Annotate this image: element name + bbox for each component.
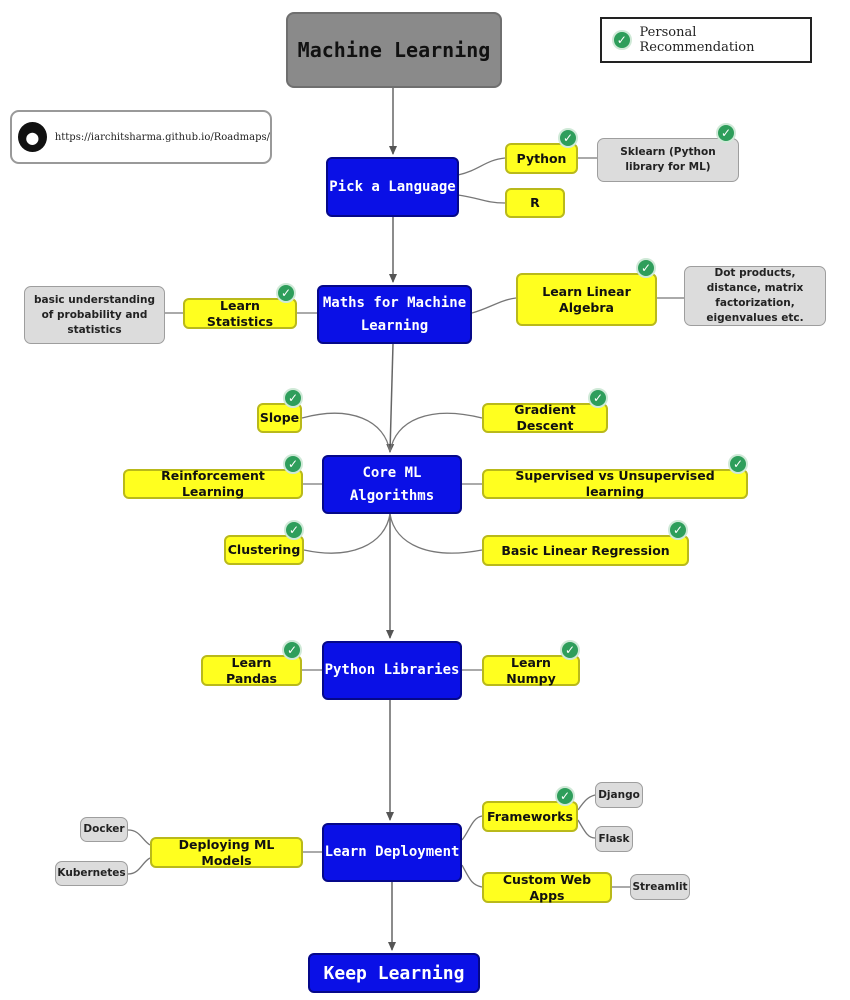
- checkmark-icon: ✓: [668, 520, 688, 540]
- node-deploying-ml-models: Deploying ML Models: [150, 837, 303, 868]
- node-keep-learning: Keep Learning: [308, 953, 480, 993]
- node-clustering: Clustering: [224, 535, 304, 565]
- checkmark-icon: ✓: [555, 786, 575, 806]
- checkmark-icon: ✓: [728, 454, 748, 474]
- note-django: Django: [595, 782, 643, 808]
- node-learn-numpy: Learn Numpy: [482, 655, 580, 686]
- node-learn-deployment: Learn Deployment: [322, 823, 462, 882]
- node-gradient-descent: Gradient Descent: [482, 402, 608, 433]
- note-flask: Flask: [595, 826, 633, 852]
- github-icon: ●: [18, 122, 47, 152]
- node-frameworks: Frameworks: [482, 801, 578, 832]
- node-slope: Slope: [257, 403, 302, 433]
- note-kubernetes: Kubernetes: [55, 861, 128, 886]
- node-reinforcement-learning: Reinforcement Learning: [123, 468, 303, 499]
- node-linear-algebra: Learn Linear Algebra: [516, 273, 657, 326]
- node-supervised-unsupervised: Supervised vs Unsupervised learning: [482, 468, 748, 499]
- node-pick-language: Pick a Language: [326, 157, 459, 217]
- node-custom-web-apps: Custom Web Apps: [482, 872, 612, 903]
- checkmark-icon: ✓: [560, 640, 580, 660]
- checkmark-icon: ✓: [283, 388, 303, 408]
- node-learn-statistics: Learn Statistics: [183, 298, 297, 329]
- node-learn-pandas: Learn Pandas: [201, 655, 302, 686]
- source-url[interactable]: https://iarchitsharma.github.io/Roadmaps…: [54, 131, 270, 143]
- note-streamlit: Streamlit: [630, 874, 690, 900]
- checkmark-icon: ✓: [284, 520, 304, 540]
- checkmark-icon: ✓: [283, 454, 303, 474]
- node-python: Python: [505, 143, 578, 174]
- source-link[interactable]: ● https://iarchitsharma.github.io/Roadma…: [10, 110, 272, 164]
- node-core-ml: Core ML Algorithms: [322, 455, 462, 514]
- legend-label: Personal Recommendation: [639, 25, 755, 55]
- note-sklearn: Sklearn (Python library for ML): [597, 138, 739, 182]
- edge-maths-to-core: [386, 343, 395, 453]
- note-linear-algebra: Dot products, distance, matrix factoriza…: [684, 266, 826, 326]
- legend-box: ✓ Personal Recommendation: [600, 17, 812, 63]
- node-maths: Maths for Machine Learning: [317, 285, 472, 344]
- checkmark-icon: ✓: [716, 123, 736, 143]
- node-python-libraries: Python Libraries: [322, 641, 462, 700]
- checkmark-icon: ✓: [276, 283, 296, 303]
- note-docker: Docker: [80, 817, 128, 842]
- checkmark-icon: ✓: [588, 388, 608, 408]
- checkmark-icon: ✓: [282, 640, 302, 660]
- roadmap-title: Machine Learning: [286, 12, 502, 88]
- node-basic-linear-regression: Basic Linear Regression: [482, 535, 689, 566]
- checkmark-icon: ✓: [612, 30, 632, 50]
- branch-connectors: [127, 157, 684, 888]
- checkmark-icon: ✓: [636, 258, 656, 278]
- node-r: R: [505, 188, 565, 218]
- note-statistics: basic understanding of probability and s…: [24, 286, 165, 344]
- checkmark-icon: ✓: [558, 128, 578, 148]
